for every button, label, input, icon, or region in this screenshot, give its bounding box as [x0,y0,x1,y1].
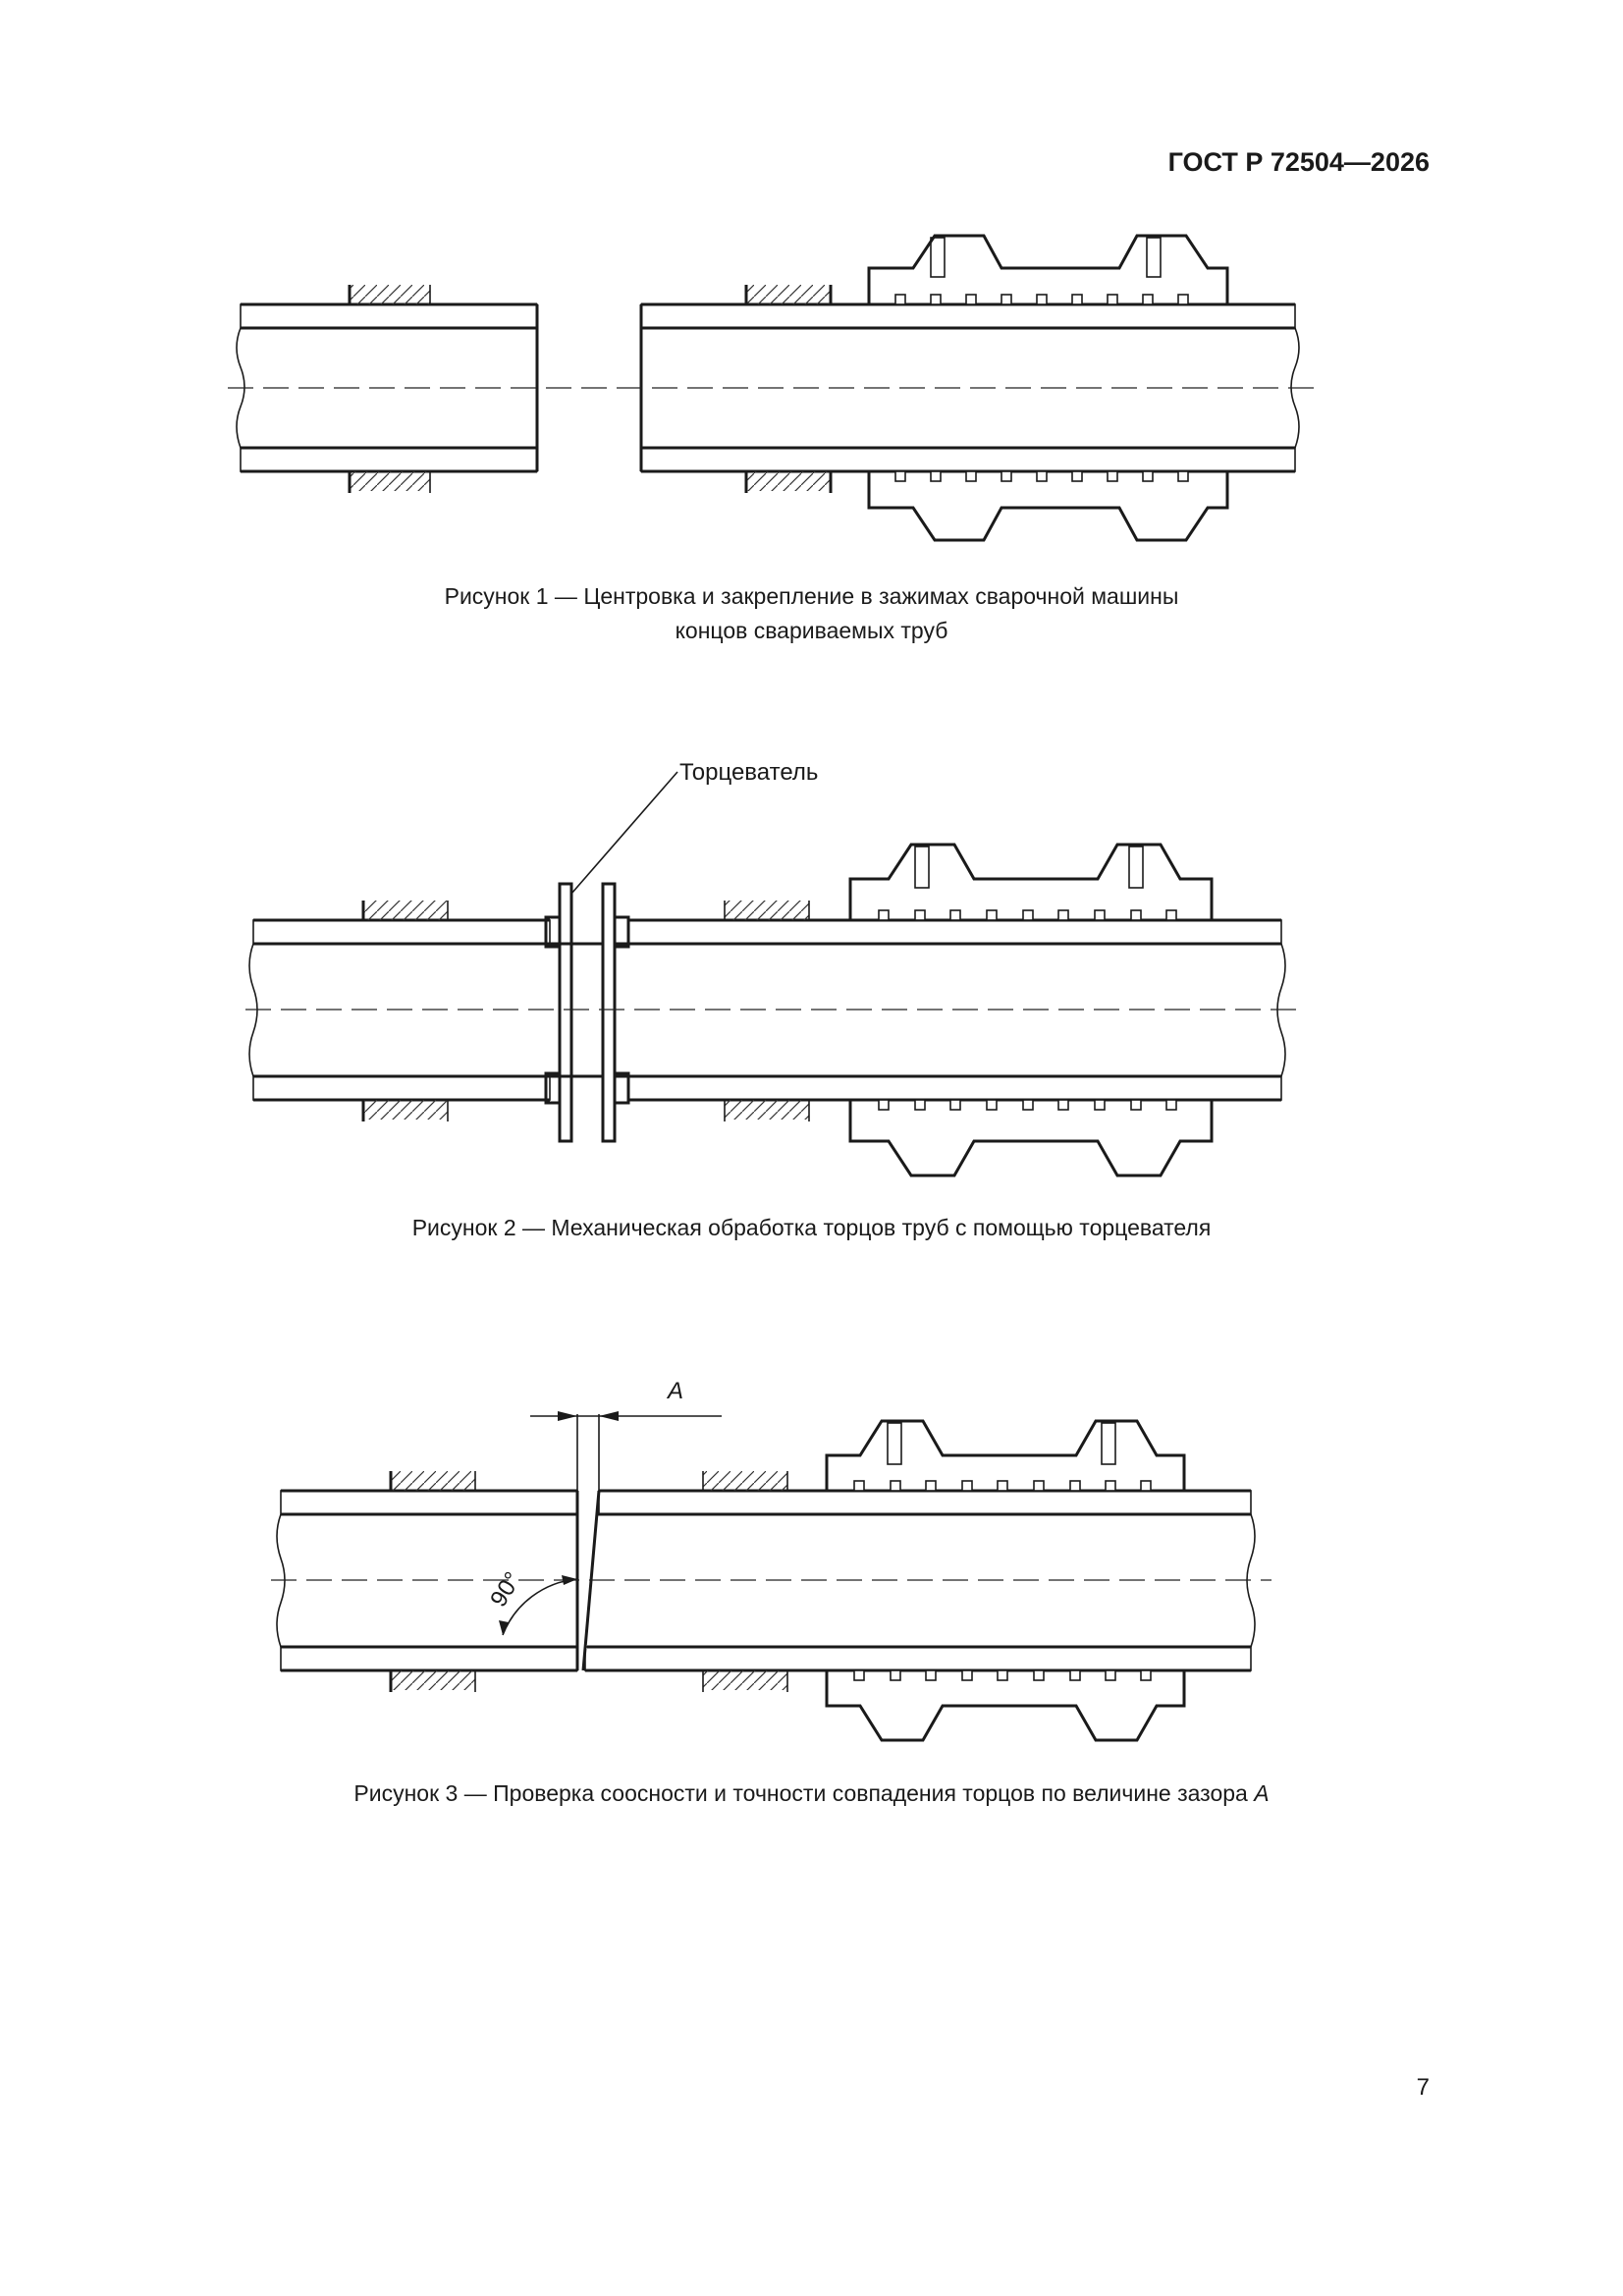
figure-2-drawing: Торцеватель [245,759,1301,1177]
electrofusion-coupling [825,1419,1186,1742]
figure-3-caption-variable: A [1254,1780,1270,1806]
standard-code: ГОСТ Р 72504—2026 [1167,147,1430,177]
gap-dimension: A [530,1378,722,1491]
left-pipe [276,1471,579,1692]
figure-2-caption-text: Рисунок 2 — Механическая обработка торцо… [411,1215,1212,1240]
angle-indicator: 90° [485,1567,578,1636]
facer-tool [544,882,630,1143]
figure-3-drawing: A 90° [271,1378,1271,1742]
figure-1-drawing [228,234,1316,542]
figure-3-caption: Рисунок 3 — Проверка соосности и точност… [0,1777,1623,1811]
angle-label: 90° [485,1567,526,1612]
facer-leader-line [570,771,678,895]
electrofusion-coupling [848,843,1214,1177]
right-pipe [615,901,1286,1121]
electrofusion-coupling [867,234,1229,542]
right-pipe [639,285,1300,493]
figure-1-caption-line1: Рисунок 1 — Центровка и закрепление в за… [444,583,1179,609]
right-pipe [581,1471,1256,1692]
figure-1-caption-line2: концов свариваемых труб [675,618,948,643]
facer-label: Торцеватель [679,759,818,786]
gap-label: A [666,1378,683,1404]
figure-2-caption: Рисунок 2 — Механическая обработка торцо… [0,1211,1623,1245]
figure-1-caption: Рисунок 1 — Центровка и закрепление в за… [0,579,1623,648]
page-number: 7 [1416,2074,1430,2101]
left-pipe [248,901,589,1121]
left-pipe [236,285,539,493]
figure-3-caption-text: Рисунок 3 — Проверка соосности и точност… [353,1780,1255,1806]
